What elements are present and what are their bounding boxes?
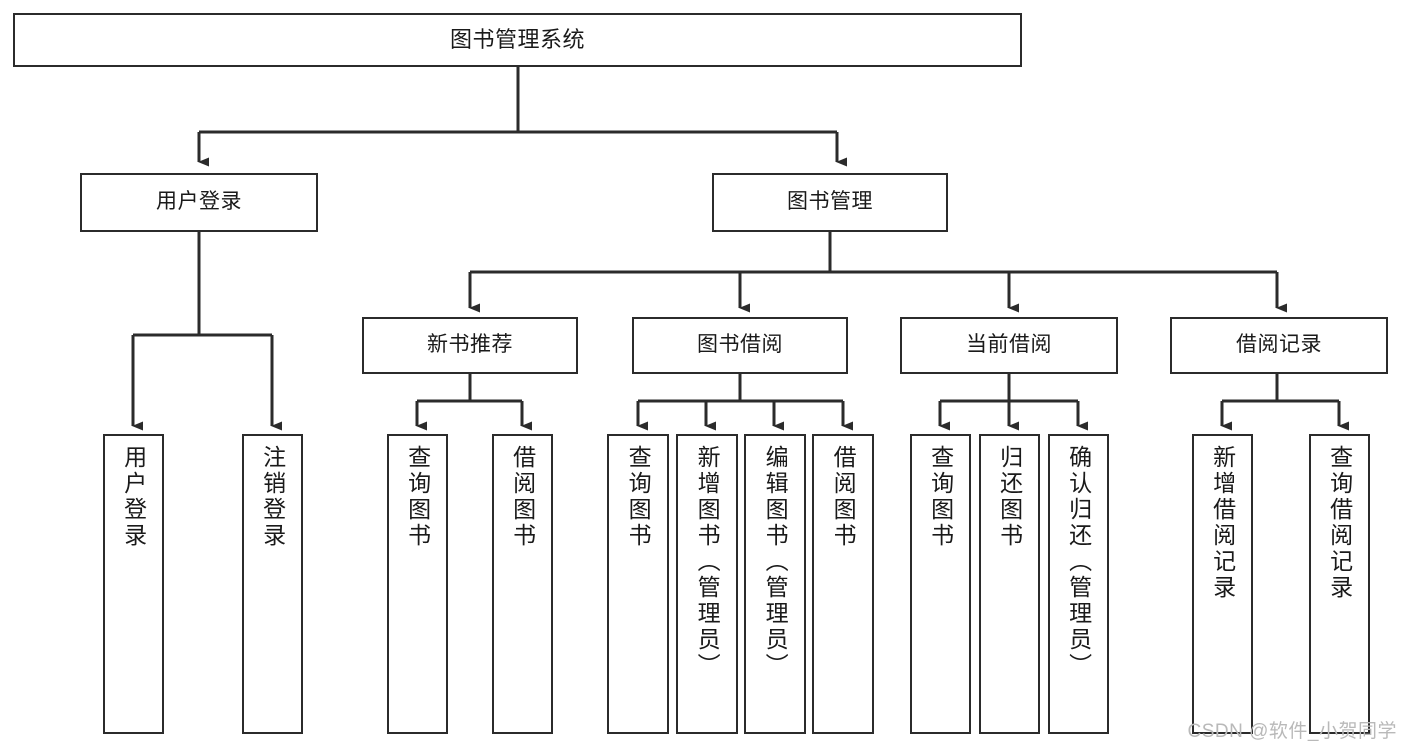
node-label: 查询借阅记录 xyxy=(1326,445,1353,601)
node-label: 借阅图书 xyxy=(830,445,857,549)
node-label: 查询图书 xyxy=(625,445,652,549)
node-label: 图书管理 xyxy=(787,190,873,214)
node-label: 归还图书 xyxy=(996,445,1023,549)
node-root-book-management-system[interactable]: 图书管理系统 xyxy=(13,13,1022,67)
node-book-management[interactable]: 图书管理 xyxy=(712,173,948,232)
leaf-node-borrow-book-recommend[interactable]: 借阅图书 xyxy=(492,434,553,734)
node-label: 借阅图书 xyxy=(509,445,536,549)
node-label: 用户登录 xyxy=(120,445,147,549)
node-current-borrow[interactable]: 当前借阅 xyxy=(900,317,1118,374)
leaf-node-query-borrow-record[interactable]: 查询借阅记录 xyxy=(1309,434,1370,734)
node-label: 注销登录 xyxy=(259,445,286,549)
node-label: 新增借阅记录 xyxy=(1209,445,1236,601)
leaf-node-logout-login[interactable]: 注销登录 xyxy=(242,434,303,734)
node-book-borrow[interactable]: 图书借阅 xyxy=(632,317,848,374)
node-label: 图书管理系统 xyxy=(449,27,585,53)
leaf-node-confirm-return-admin[interactable]: 确认归还（管理员） xyxy=(1048,434,1109,734)
node-label: 编辑图书（管理员） xyxy=(762,445,789,679)
node-label: 借阅记录 xyxy=(1236,333,1322,357)
node-label: 确认归还（管理员） xyxy=(1065,445,1092,679)
node-borrow-record[interactable]: 借阅记录 xyxy=(1170,317,1388,374)
leaf-node-edit-book-admin[interactable]: 编辑图书（管理员） xyxy=(744,434,806,734)
csdn-watermark: CSDN @软件_小贺同学 xyxy=(1187,721,1397,742)
node-label: 查询图书 xyxy=(927,445,954,549)
node-label: 新增图书（管理员） xyxy=(694,445,721,679)
node-label: 当前借阅 xyxy=(966,333,1052,357)
leaf-node-query-book-borrow[interactable]: 查询图书 xyxy=(607,434,669,734)
leaf-node-add-book-admin[interactable]: 新增图书（管理员） xyxy=(676,434,738,734)
leaf-node-query-book-recommend[interactable]: 查询图书 xyxy=(387,434,448,734)
node-label: 用户登录 xyxy=(156,190,242,214)
leaf-node-user-login[interactable]: 用户登录 xyxy=(103,434,164,734)
leaf-node-borrow-book[interactable]: 借阅图书 xyxy=(812,434,874,734)
node-user-login[interactable]: 用户登录 xyxy=(80,173,318,232)
node-label: 查询图书 xyxy=(404,445,431,549)
node-label: 新书推荐 xyxy=(427,333,513,357)
leaf-node-query-book-current[interactable]: 查询图书 xyxy=(910,434,971,734)
leaf-node-return-book[interactable]: 归还图书 xyxy=(979,434,1040,734)
leaf-node-add-borrow-record[interactable]: 新增借阅记录 xyxy=(1192,434,1253,734)
node-new-book-recommend[interactable]: 新书推荐 xyxy=(362,317,578,374)
node-label: 图书借阅 xyxy=(697,333,783,357)
